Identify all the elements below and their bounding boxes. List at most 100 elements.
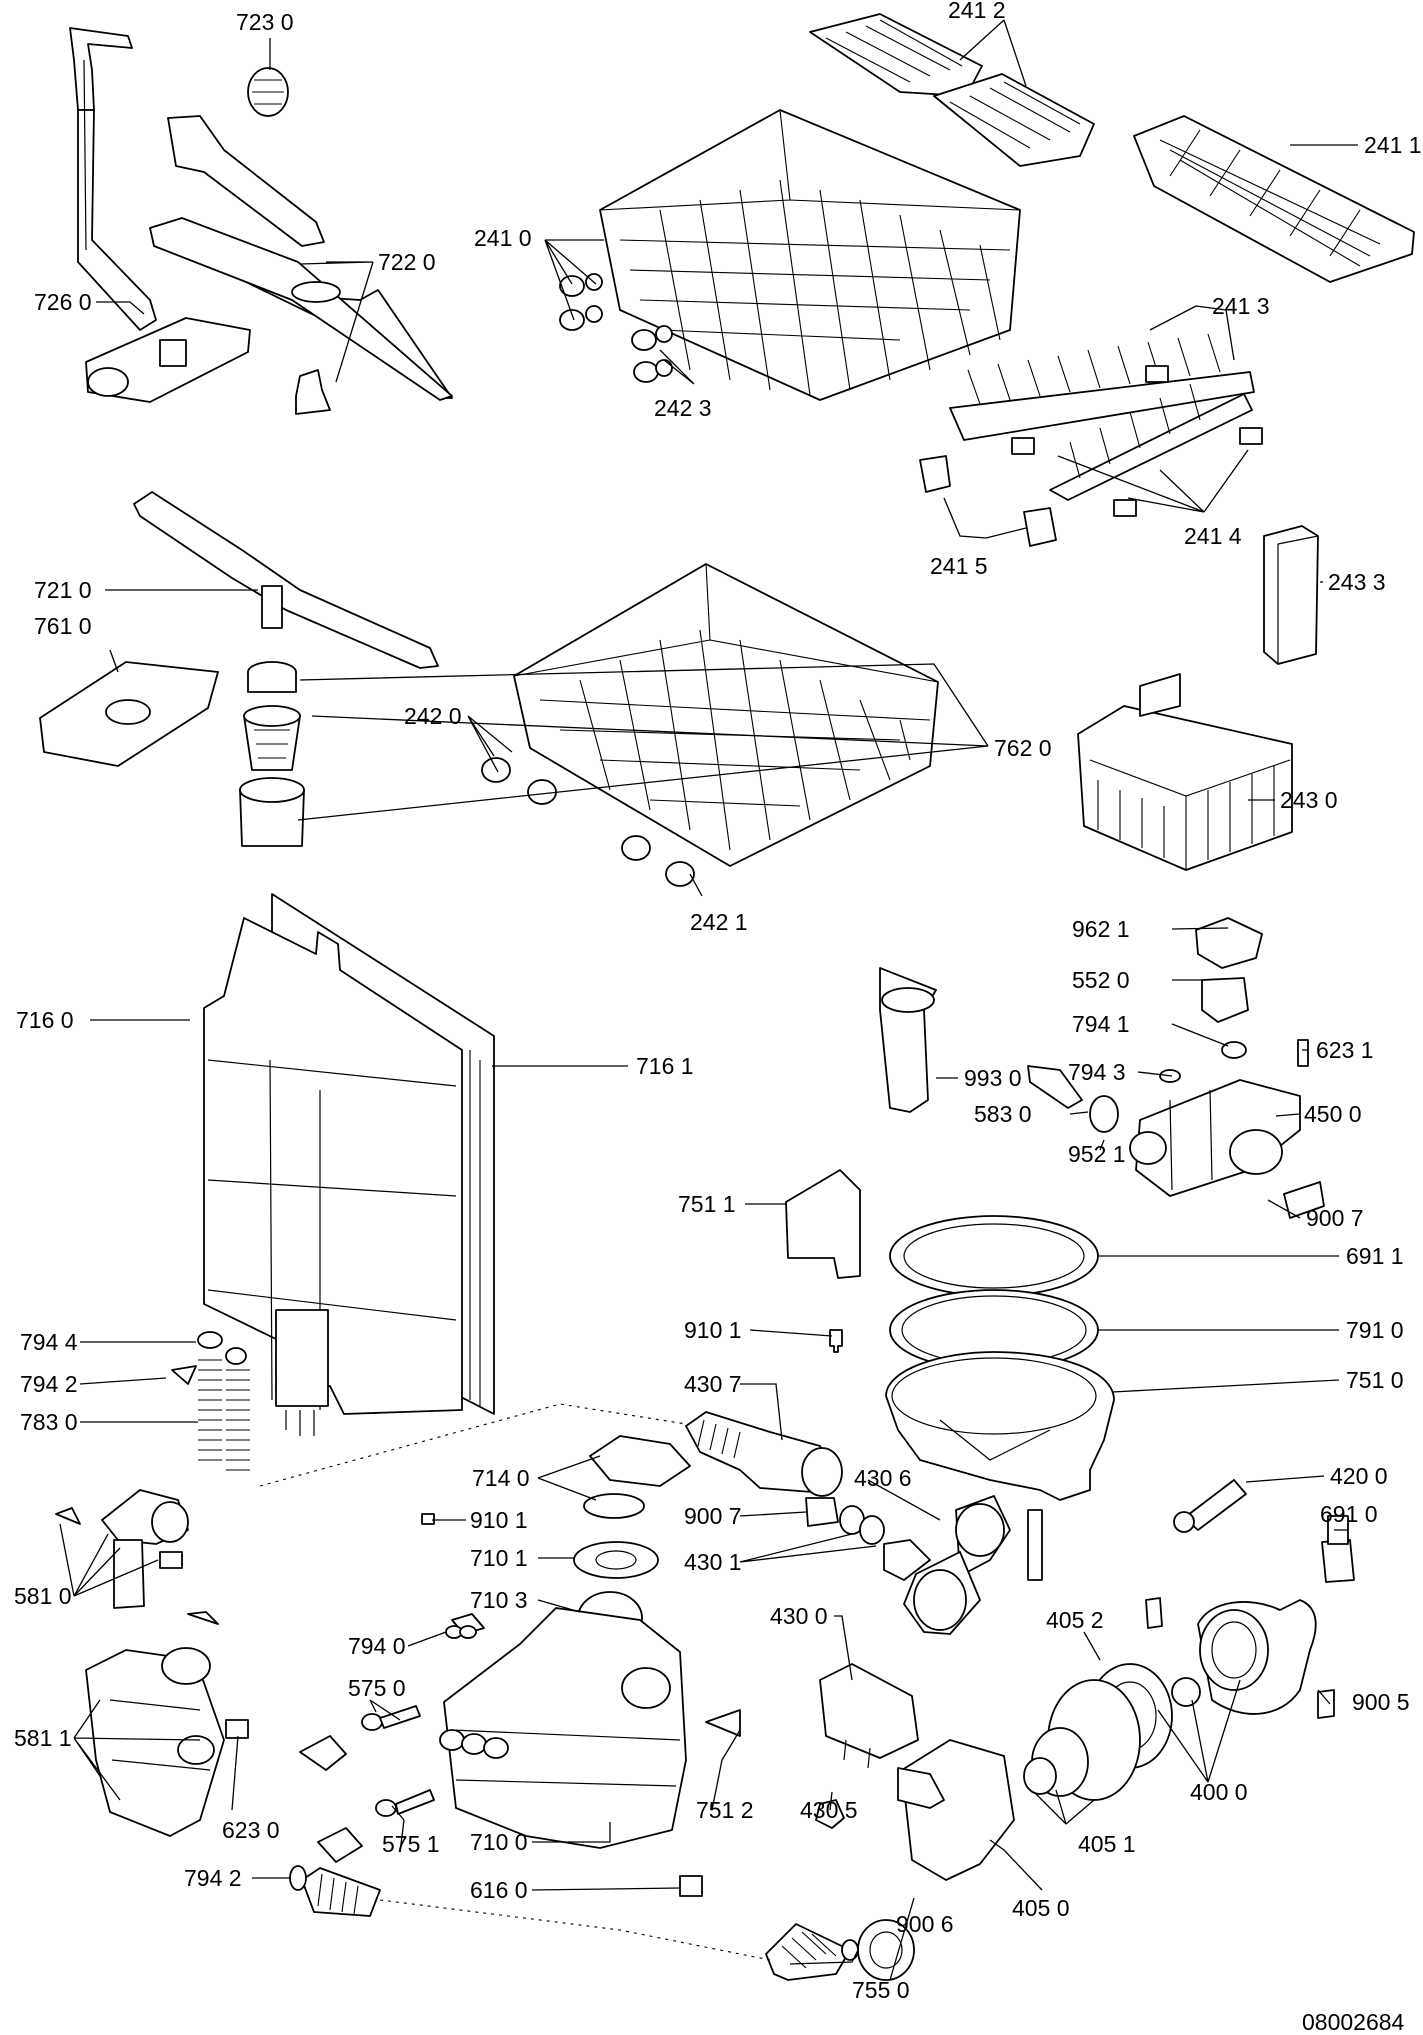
callout-label: 751 1 [678,1191,736,1217]
callout-label: 716 0 [16,1007,74,1033]
callout-label: 450 0 [1304,1101,1362,1127]
sump-cover-illustration [39,661,219,767]
inlet-valve-illustration [55,1489,189,1609]
callout-label: 242 1 [690,909,748,935]
valve-assembly-illustration [1027,917,1325,1219]
callout-label: 962 1 [1072,916,1130,942]
callout-label: 794 2 [184,1865,242,1891]
callout-label: 900 5 [1352,1689,1410,1715]
callout-label: 581 1 [14,1725,72,1751]
callout-label: 430 7 [684,1371,742,1397]
drain-pump-illustration [815,1663,919,1829]
drain-hose-end-illustration [289,1865,381,1917]
filter-housing-illustration [85,317,251,403]
callout-label: 241 0 [474,225,532,251]
seals-springs-illustration [171,1331,250,1471]
callout-label: 575 1 [382,1831,440,1857]
upper-spray-arm-illustration [149,115,453,415]
filter-set-illustration [239,661,305,847]
callout-label: 910 1 [684,1317,742,1343]
dashed-connection-lower [379,1899,771,1961]
water-softener-panel-illustration [203,917,463,1436]
callout-label: 241 4 [1184,523,1242,549]
callout-label: 405 0 [1012,1895,1070,1921]
cutlery-tray-illustration [1133,115,1415,283]
callout-label: 910 1 [470,1507,528,1533]
water-softener-illustration [439,1607,687,1849]
level-sensors-illustration [299,1705,435,1863]
upper-spray-pipe-illustration [69,27,157,331]
callout-label: 794 1 [1072,1011,1130,1037]
callout-label: 241 2 [948,0,1006,23]
callout-label: 952 1 [1068,1141,1126,1167]
callout-label: 623 0 [222,1817,280,1843]
drain-hose-illustration [765,1923,859,1981]
detergent-flap-illustration [785,1169,861,1279]
callout-label: 400 0 [1190,1779,1248,1805]
small-screw-illustration [421,1329,843,1525]
salt-funnel-illustration [879,967,937,1113]
lower-basket-illustration [513,563,939,867]
callout-label: 722 0 [378,249,436,275]
callout-label: 762 0 [994,735,1052,761]
callout-label: 710 0 [470,1829,528,1855]
callout-label: 794 4 [20,1329,78,1355]
circulation-motor-illustration [1145,1597,1335,1719]
callout-label: 243 3 [1328,569,1386,595]
callout-label: 430 0 [770,1603,828,1629]
callout-label: 242 3 [654,395,712,421]
callout-label: 751 2 [696,1797,754,1823]
sump-ring-assembly-illustration [885,1215,1115,1501]
circulation-hose-illustration [685,1411,1043,1635]
callout-label: 716 1 [636,1053,694,1079]
lower-spray-arm-illustration [133,491,439,669]
cup-shelves-illustration [809,13,1095,167]
callout-label: 710 3 [470,1587,528,1613]
cutlery-insert-illustration [1263,525,1319,665]
callout-label: 581 0 [14,1583,72,1609]
callout-label: 623 1 [1316,1037,1374,1063]
callout-label: 993 0 [964,1065,1022,1091]
flow-meter-illustration [85,1611,249,1837]
callout-label: 794 0 [348,1633,406,1659]
callout-label: 430 5 [800,1797,858,1823]
callout-label: 430 1 [684,1549,742,1575]
callout-label: 794 3 [1068,1059,1126,1085]
cutlery-basket-illustration [1077,673,1293,871]
callout-label: 783 0 [20,1409,78,1435]
callout-label: 241 3 [1212,293,1270,319]
callout-label: 794 2 [20,1371,78,1397]
callout-label: 691 1 [1346,1243,1404,1269]
spray-arm-nut-illustration [247,67,289,117]
callout-label: 714 0 [472,1465,530,1491]
callout-label: 242 0 [404,703,462,729]
callout-label: 616 0 [470,1877,528,1903]
callout-label: 900 7 [1306,1205,1364,1231]
callout-label: 761 0 [34,613,92,639]
callout-label: 900 7 [684,1503,742,1529]
callout-label: 552 0 [1072,967,1130,993]
callout-label: 241 5 [930,553,988,579]
callout-label: 241 1 [1364,132,1422,158]
callout-label: 900 6 [896,1911,954,1937]
callout-label: 791 0 [1346,1317,1404,1343]
fold-down-tines-illustration [919,333,1263,547]
callout-label: 583 0 [974,1101,1032,1127]
callout-label: 710 1 [470,1545,528,1571]
callout-label: 723 0 [236,9,294,35]
callout-label: 430 6 [854,1465,912,1491]
upper-basket-wheels-illustration [559,273,673,383]
callout-labels: 723 0 241 2 241 1 722 0 241 0 726 0 242 … [14,0,1422,2003]
softener-seals-illustration [445,1625,741,1897]
callout-label: 243 0 [1280,787,1338,813]
callout-label: 405 2 [1046,1607,1104,1633]
callout-label: 751 0 [1346,1367,1404,1393]
callout-label: 420 0 [1330,1463,1388,1489]
lower-basket-wheels-illustration [481,757,695,887]
heater-element-illustration [1173,1479,1247,1533]
drawing-number: 08002684 [1302,2009,1405,2035]
callout-label: 575 0 [348,1675,406,1701]
callout-label: 726 0 [34,289,92,315]
callout-label: 405 1 [1078,1831,1136,1857]
